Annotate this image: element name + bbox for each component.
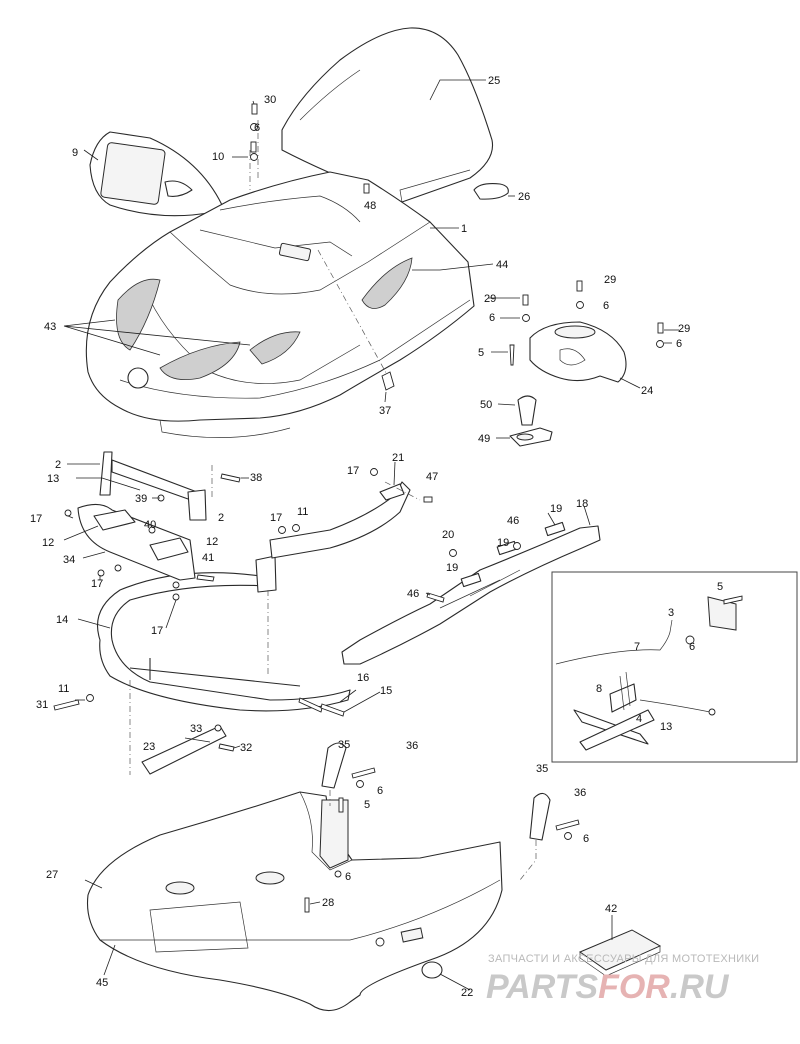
watermark-tagline: ЗАПЧАСТИ И АКСЕССУАРЫ ДЛЯ МОТОТЕХНИКИ [488, 953, 759, 965]
callout-2: 2 [55, 459, 61, 471]
leader-lines [63, 79, 679, 991]
callout-7: 7 [634, 641, 640, 653]
callout-44: 44 [496, 259, 508, 271]
callout-17: 17 [347, 465, 359, 477]
callout-25: 25 [488, 75, 500, 87]
latch-knob [509, 395, 553, 447]
callout-1: 1 [461, 223, 467, 235]
callout-46: 46 [407, 588, 419, 600]
callout-5: 5 [364, 799, 370, 811]
callout-27: 27 [46, 869, 58, 881]
callout-5: 5 [717, 581, 723, 593]
callout-12: 12 [206, 536, 218, 548]
callout-30: 30 [264, 94, 276, 106]
callout-28: 28 [322, 897, 334, 909]
callout-15: 15 [380, 685, 392, 697]
callout-13: 13 [660, 721, 672, 733]
lower-bolts [53, 694, 345, 717]
callout-35: 35 [536, 763, 548, 775]
callout-34: 34 [63, 554, 75, 566]
callout-20: 20 [442, 529, 454, 541]
callout-43: 43 [44, 321, 56, 333]
callout-42: 42 [605, 903, 617, 915]
callout-47: 47 [426, 471, 438, 483]
callout-16: 16 [357, 672, 369, 684]
callout-21: 21 [392, 452, 404, 464]
callout-3: 3 [668, 607, 674, 619]
side-panel [529, 321, 627, 383]
callout-2: 2 [218, 512, 224, 524]
callout-17: 17 [91, 578, 103, 590]
callout-31: 31 [36, 699, 48, 711]
callout-11: 11 [58, 683, 69, 695]
callout-32: 32 [240, 742, 252, 754]
handle-grip [473, 183, 509, 200]
callout-40: 40 [144, 519, 156, 531]
gauge-panel [89, 131, 223, 217]
hood-bolts [250, 103, 395, 391]
callout-29: 29 [678, 323, 690, 335]
drain-plug [421, 961, 443, 979]
callout-17: 17 [151, 625, 163, 637]
callout-6: 6 [254, 122, 260, 134]
watermark: ЗАПЧАСТИ И АКСЕССУАРЫ ДЛЯ МОТОТЕХНИКИ PA… [486, 953, 759, 1006]
callout-8: 8 [596, 683, 602, 695]
inset-cable-detail [551, 571, 798, 763]
callout-6: 6 [489, 312, 495, 324]
callout-11: 11 [297, 506, 308, 518]
callout-41: 41 [202, 552, 214, 564]
bracket-23 [141, 724, 235, 775]
callout-48: 48 [364, 200, 376, 212]
callout-39: 39 [135, 493, 147, 505]
bumper-brackets [77, 451, 277, 593]
callout-6: 6 [377, 785, 383, 797]
callout-13: 13 [47, 473, 59, 485]
callout-37: 37 [379, 405, 391, 417]
callout-49: 49 [478, 433, 490, 445]
callout-17: 17 [30, 513, 42, 525]
belly-pan [86, 791, 503, 1012]
callout-9: 9 [72, 147, 78, 159]
bracket-bolts [64, 473, 241, 601]
callout-23: 23 [143, 741, 155, 753]
callout-17: 17 [270, 512, 282, 524]
callout-labels: 1 2 2 3 4 5 5 5 6 6 6 6 6 6 6 6 7 8 9 10… [30, 75, 723, 999]
callout-50: 50 [480, 399, 492, 411]
callout-14: 14 [56, 614, 68, 626]
callout-29: 29 [484, 293, 496, 305]
watermark-logo: PARTSFOR.RU [486, 968, 730, 1006]
callout-36: 36 [574, 787, 586, 799]
callout-6: 6 [689, 641, 695, 653]
callout-26: 26 [518, 191, 530, 203]
callout-33: 33 [190, 723, 202, 735]
callout-4: 4 [636, 713, 642, 725]
callout-6: 6 [603, 300, 609, 312]
decal-box [578, 929, 662, 977]
callout-19: 19 [497, 537, 509, 549]
callout-38: 38 [250, 472, 262, 484]
callout-19: 19 [550, 503, 562, 515]
center-rail [269, 468, 433, 559]
clips [304, 742, 580, 913]
front-bumper [96, 572, 351, 712]
callout-6: 6 [676, 338, 682, 350]
callout-45: 45 [96, 977, 108, 989]
callout-6: 6 [345, 871, 351, 883]
callout-6: 6 [583, 833, 589, 845]
callout-35: 35 [338, 739, 350, 751]
callout-12: 12 [42, 537, 54, 549]
callout-29: 29 [604, 274, 616, 286]
side-rail [341, 521, 601, 665]
callout-5: 5 [478, 347, 484, 359]
callout-22: 22 [461, 987, 473, 999]
callout-36: 36 [406, 740, 418, 752]
callout-46: 46 [507, 515, 519, 527]
callout-19: 19 [446, 562, 458, 574]
callout-10: 10 [212, 151, 224, 163]
callout-18: 18 [576, 498, 588, 510]
side-panel-fasteners [509, 280, 664, 366]
callout-24: 24 [641, 385, 653, 397]
